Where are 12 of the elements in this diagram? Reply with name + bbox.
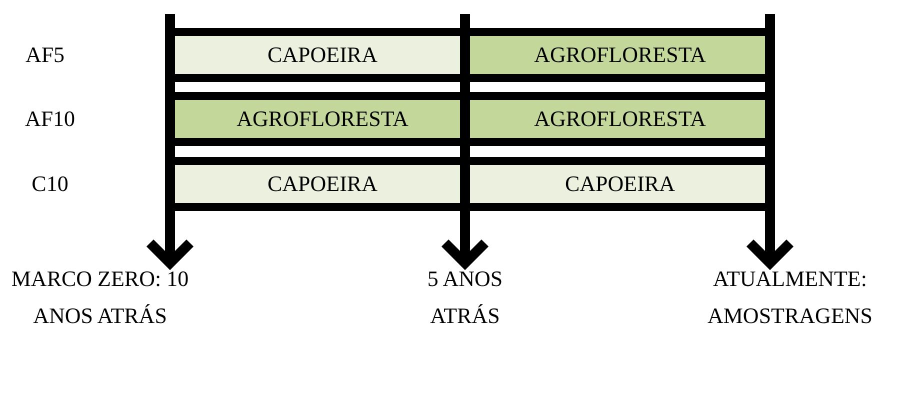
land-use-label: AGROFLORESTA [534,42,706,68]
land-use-label: CAPOEIRA [267,42,378,68]
row-label: C10 [30,170,70,198]
row-label: AF5 [24,41,66,69]
land-use-label: AGROFLORESTA [534,106,706,132]
row-label: AF10 [24,105,76,133]
time-label: 5 ANOS ATRÁS [426,265,504,330]
land-use-label: CAPOEIRA [564,171,675,197]
land-use-label: CAPOEIRA [267,171,378,197]
time-label: ATUALMENTE: AMOSTRAGENS [706,265,874,330]
time-label: MARCO ZERO: 10 ANOS ATRÁS [10,265,190,330]
land-use-label: AGROFLORESTA [236,106,408,132]
